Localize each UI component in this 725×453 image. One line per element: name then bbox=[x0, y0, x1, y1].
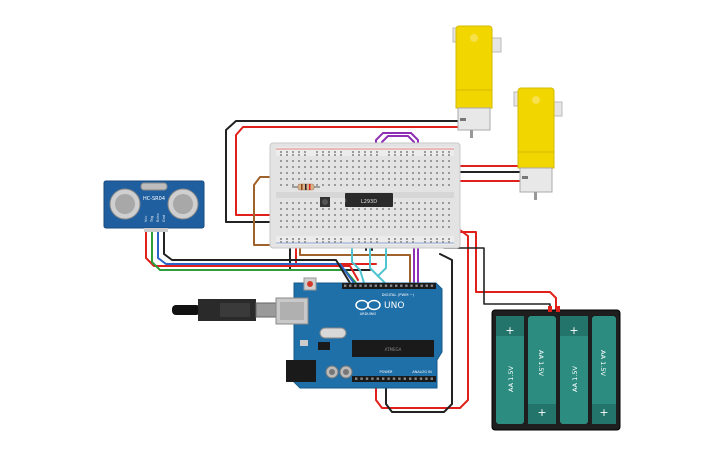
arduino-uno[interactable]: DIGITAL (PWM ~) ARDUINO UNO ATMEGA POWER… bbox=[275, 277, 443, 389]
dc-motor-2[interactable] bbox=[513, 87, 563, 200]
svg-text:+: + bbox=[599, 406, 608, 419]
wire-black-right-down[interactable] bbox=[385, 253, 453, 413]
resistor[interactable] bbox=[292, 183, 320, 191]
battery-cell-2: + AA 1.5V bbox=[528, 316, 556, 424]
chip-label: ATMEGA bbox=[385, 347, 402, 352]
usb-cable[interactable] bbox=[172, 299, 281, 321]
board-name-label: UNO bbox=[384, 301, 404, 311]
atmega-chip bbox=[352, 340, 434, 357]
battery-cell-3-label: AA 1.5V bbox=[571, 366, 579, 392]
analog-label: ANALOG IN bbox=[412, 370, 432, 374]
wire-black-left-loop[interactable] bbox=[225, 120, 461, 223]
battery-pack[interactable]: + AA 1.5V + AA 1.5V + AA 1.5V + AA 1.5V bbox=[491, 306, 621, 431]
digital-header[interactable] bbox=[344, 284, 434, 287]
sensor-model-label: HC-SR04 bbox=[143, 196, 165, 202]
motor-driver-ic[interactable]: L293D bbox=[345, 193, 393, 207]
wire-sensor-gnd[interactable] bbox=[163, 228, 351, 284]
wire-sensor-vcc[interactable] bbox=[145, 228, 359, 281]
ultrasonic-sensor[interactable]: HC-SR04 Vcc Trig Echo Gnd bbox=[103, 180, 205, 232]
wire-sensor-echo[interactable] bbox=[157, 228, 355, 284]
dc-motor-1[interactable] bbox=[452, 25, 502, 138]
battery-cell-2-label: AA 1.5V bbox=[537, 350, 545, 376]
wire-battery-black[interactable] bbox=[443, 247, 551, 311]
push-button[interactable] bbox=[320, 197, 330, 207]
wire-battery-red[interactable] bbox=[457, 231, 557, 311]
ic-label: L293D bbox=[361, 199, 377, 205]
battery-cell-4: + AA 1.5V bbox=[592, 316, 616, 424]
wire-red-left-loop[interactable] bbox=[235, 126, 461, 216]
wire-teal-3[interactable] bbox=[351, 247, 365, 284]
battery-cell-4-label: AA 1.5V bbox=[599, 350, 607, 376]
sensor-pin-gnd: Gnd bbox=[162, 215, 166, 222]
svg-text:+: + bbox=[569, 324, 578, 337]
arduino-brand-label: ARDUINO bbox=[360, 312, 377, 316]
battery-cell-1-label: AA 1.5V bbox=[507, 366, 515, 392]
sensor-pin-trig: Trig bbox=[150, 216, 154, 223]
power-analog-header[interactable] bbox=[355, 377, 433, 380]
svg-text:+: + bbox=[537, 406, 546, 419]
wire-red-right-down[interactable] bbox=[375, 229, 469, 409]
wire-teal-2[interactable] bbox=[377, 243, 387, 277]
wire-teal-1[interactable] bbox=[369, 243, 387, 285]
power-label: POWER bbox=[380, 370, 394, 374]
sensor-pin-vcc: Vcc bbox=[144, 216, 148, 222]
svg-text:+: + bbox=[505, 324, 514, 337]
battery-cell-3: + AA 1.5V bbox=[560, 316, 588, 424]
sensor-pin-echo: Echo bbox=[156, 214, 160, 223]
breadboard-holes bbox=[280, 151, 450, 243]
battery-cell-1: + AA 1.5V bbox=[496, 316, 524, 424]
digital-header-label: DIGITAL (PWM ~) bbox=[382, 292, 415, 297]
arduino-logo: ARDUINO bbox=[355, 299, 381, 316]
